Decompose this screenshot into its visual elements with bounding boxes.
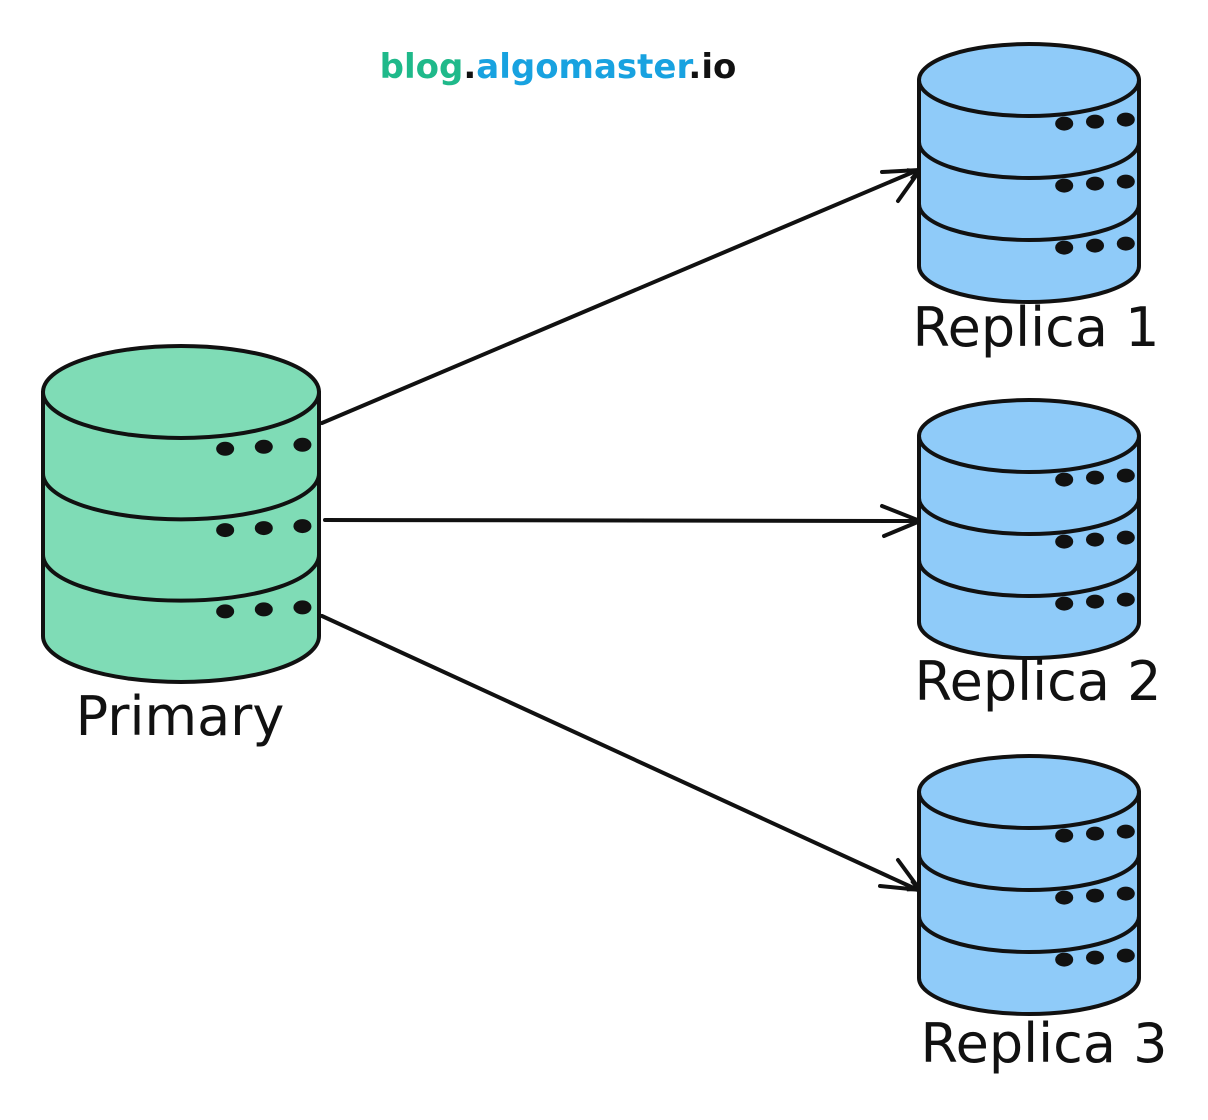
status-dot-icon (1086, 826, 1104, 841)
status-dot-icon (254, 521, 273, 536)
replica-1-database-icon (917, 42, 1141, 304)
arrow-primary-to-replica-3 (320, 614, 918, 892)
database-divider (917, 559, 1141, 598)
status-dot-icon (1086, 532, 1104, 547)
status-dot-icon (1086, 594, 1104, 609)
primary-database-icon (41, 344, 321, 684)
database-divider (917, 915, 1141, 954)
brand-text: blog.algomaster.io (380, 47, 737, 87)
status-dot-icon (1116, 236, 1135, 251)
replica-2-database-icon (917, 398, 1141, 660)
database-body (917, 790, 1141, 1016)
database-divider (917, 853, 1141, 892)
status-dot-icon (1116, 530, 1135, 545)
status-dot-icon (216, 604, 235, 619)
arrow-primary-to-replica-1 (320, 168, 918, 425)
replica-1-label: Replica 1 (913, 296, 1160, 359)
status-dot-icon (216, 441, 235, 456)
database-top (917, 398, 1141, 474)
status-dot-icon (1055, 116, 1074, 131)
status-dot-icon (1055, 828, 1074, 843)
brand-part-algomaster: algomaster (476, 47, 693, 87)
brand-dot-2: . (688, 47, 701, 87)
status-dot-icon (1086, 470, 1104, 485)
status-dot-icon (293, 519, 312, 534)
status-dot-icon (1116, 948, 1135, 963)
database-divider (917, 141, 1141, 180)
status-dot-icon (1116, 174, 1135, 189)
brand-part-io: io (701, 47, 736, 87)
database-body (917, 78, 1141, 304)
status-dot-icon (1086, 238, 1104, 253)
status-dot-icon (1116, 592, 1135, 607)
database-top (41, 344, 321, 440)
status-dot-icon (1055, 472, 1074, 487)
status-dot-icon (254, 602, 273, 617)
status-dot-icon (293, 437, 312, 452)
replica-3-database-icon (917, 754, 1141, 1016)
status-dot-icon (1055, 890, 1074, 905)
status-dot-icon (1086, 114, 1104, 129)
status-dot-icon (1116, 468, 1135, 483)
replica-2-label: Replica 2 (915, 650, 1162, 713)
status-dot-icon (254, 439, 273, 454)
status-dot-icon (216, 523, 235, 538)
status-dot-icon (1116, 112, 1135, 127)
primary-label: Primary (76, 685, 285, 748)
database-top (917, 754, 1141, 830)
arrowhead-replica-1 (880, 167, 925, 203)
status-dot-icon (1055, 952, 1074, 967)
brand-part-blog: blog (380, 47, 464, 87)
arrow-primary-to-replica-2 (323, 520, 920, 521)
database-divider (917, 203, 1141, 242)
status-dot-icon (1116, 886, 1135, 901)
database-divider (41, 473, 321, 522)
status-dot-icon (1055, 534, 1074, 549)
status-dot-icon (293, 600, 312, 615)
status-dot-icon (1086, 950, 1104, 965)
status-dot-icon (1055, 240, 1074, 255)
status-dot-icon (1116, 824, 1135, 839)
database-divider (917, 497, 1141, 536)
database-divider (41, 554, 321, 603)
status-dot-icon (1086, 176, 1104, 191)
database-body (917, 434, 1141, 660)
replica-3-label: Replica 3 (921, 1012, 1168, 1075)
brand-dot-1: . (463, 47, 476, 87)
database-top (917, 42, 1141, 118)
status-dot-icon (1055, 596, 1074, 611)
replication-arrows (320, 167, 926, 893)
status-dot-icon (1055, 178, 1074, 193)
database-body (41, 390, 321, 684)
status-dot-icon (1086, 888, 1104, 903)
